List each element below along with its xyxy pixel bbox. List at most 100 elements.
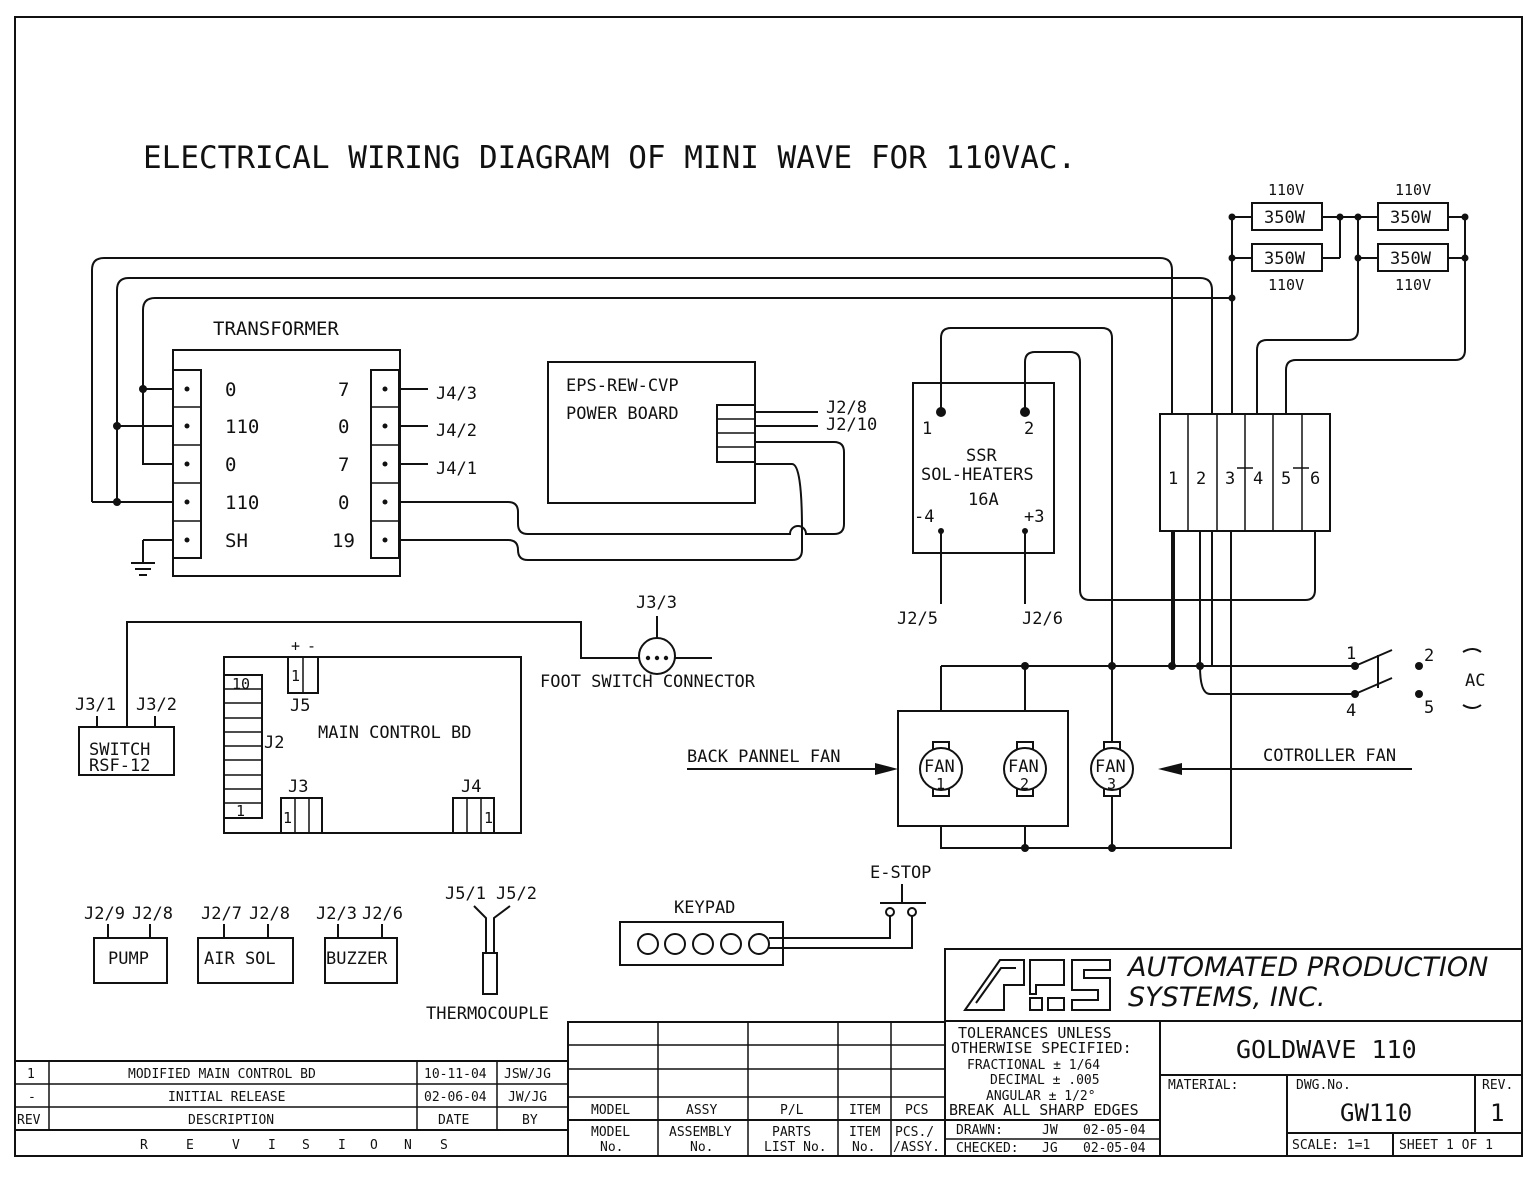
heater-voltage-1: 110V [1268, 181, 1304, 199]
main-board-j3-header [280, 797, 323, 834]
power-board-line1: EPS-REW-CVP [566, 376, 679, 396]
tap-left-1: 0 [225, 379, 236, 401]
bom-h2-parts: PARTS [772, 1125, 811, 1140]
title-block: AUTOMATED PRODUCTION SYSTEMS, INC. TOLER… [944, 948, 1523, 1157]
tap-left-4: 110 [225, 492, 259, 514]
tap-right-4: 0 [338, 492, 349, 514]
thermocouple: J5/1 J5/2 THERMOCOUPLE [426, 884, 549, 1024]
ac-label: AC [1465, 671, 1485, 691]
tap-left-2: 110 [225, 416, 259, 438]
svg-text:2: 2 [1020, 775, 1029, 793]
terminal-6: 6 [1310, 469, 1320, 489]
rev-footer-8: N [404, 1138, 412, 1153]
rev-footer-6: I [338, 1138, 346, 1153]
drawn-label: DRAWN: [956, 1123, 1003, 1138]
dwg-no-label: DWG.No. [1296, 1078, 1351, 1093]
air-sol: J2/7 J2/8 AIR SOL [197, 904, 294, 984]
rev-footer-7: O [370, 1138, 378, 1153]
heater-4 [1377, 243, 1449, 272]
power-board-connector-pins [717, 418, 755, 448]
rev-row2-rev: - [28, 1090, 36, 1105]
bom-h3-list: LIST No. [764, 1140, 827, 1155]
bom-h3-no3: No. [852, 1140, 875, 1155]
diagram-title: ELECTRICAL WIRING DIAGRAM OF MINI WAVE F… [143, 140, 1076, 176]
rev-row2-by: JW/JG [508, 1090, 547, 1105]
bom-h1-assy: ASSY [686, 1103, 717, 1118]
j5-pin-1: 1 [291, 667, 300, 685]
transformer-terminal-dots [184, 386, 388, 543]
svg-text:J5/2: J5/2 [496, 884, 537, 904]
svg-text:FAN: FAN [1095, 757, 1126, 777]
fan-2-icon: FAN 2 [1003, 741, 1047, 797]
transformer-label: TRANSFORMER [213, 318, 339, 340]
ssr-line2: SOL-HEATERS [921, 465, 1034, 485]
bom-h2-pcs: PCS./ [895, 1125, 934, 1140]
svg-text:FAN: FAN [924, 757, 955, 777]
terminal-2: 2 [1196, 469, 1206, 489]
svg-text:J2/9: J2/9 [84, 904, 125, 924]
heater-3-watts: 350W [1264, 249, 1306, 269]
terminal-5: 5 [1281, 469, 1291, 489]
ac-pin4: 4 [1346, 701, 1356, 721]
terminal-1: 1 [1168, 469, 1178, 489]
junction-dot [139, 385, 147, 393]
junction-dot [113, 498, 121, 506]
checked-date: 02-05-04 [1083, 1141, 1146, 1156]
heater-voltage-4: 110V [1395, 276, 1431, 294]
company-name-line1: AUTOMATED PRODUCTION [1126, 952, 1488, 983]
connector-j4-2: J4/2 [436, 421, 477, 441]
tol-line3: FRACTIONAL ± 1/64 [967, 1058, 1100, 1073]
tap-left-5: SH [225, 530, 248, 552]
connector-j2-5: J2/5 [897, 609, 938, 629]
ssr-pin1: 1 [922, 419, 932, 439]
connector-j2-8: J2/8 [826, 398, 867, 418]
drawn-date: 02-05-04 [1083, 1123, 1146, 1138]
svg-text:3: 3 [1107, 775, 1116, 793]
svg-text:THERMOCOUPLE: THERMOCOUPLE [426, 1004, 549, 1024]
keypad: KEYPAD [619, 898, 913, 966]
ground-icon [131, 539, 173, 576]
main-board-j4-label: J4 [461, 777, 481, 797]
rev-row1-date: 10-11-04 [424, 1067, 487, 1082]
terminal-3: 3 [1225, 469, 1235, 489]
rev-row1-rev: 1 [27, 1067, 35, 1082]
rev-value: 1 [1490, 1099, 1504, 1127]
connector-j4-1: J4/1 [436, 459, 477, 479]
power-board-leads [755, 411, 818, 427]
ssr-line3: 16A [968, 490, 999, 510]
main-board-j4-header [452, 797, 495, 834]
terminal-4: 4 [1253, 469, 1263, 489]
rev-header-by: BY [522, 1113, 538, 1128]
bom-h2-model: MODEL [591, 1125, 630, 1140]
heater-4-watts: 350W [1390, 249, 1432, 269]
bom-h2-item: ITEM [849, 1125, 880, 1140]
material-label: MATERIAL: [1168, 1078, 1238, 1093]
revisions-table: 1 MODIFIED MAIN CONTROL BD 10-11-04 JSW/… [14, 1060, 569, 1157]
connector-j3-1: J3/1 [75, 695, 116, 715]
connector-j2-10: J2/10 [826, 415, 877, 435]
tol-line5: ANGULAR ± 1/2° [986, 1089, 1096, 1104]
ac-pin2: 2 [1424, 646, 1434, 666]
bom-h1-model: MODEL [591, 1103, 630, 1118]
heater-bank: 110V 110V 110V 110V 350W 350W 350W 350W [1228, 181, 1469, 414]
rev-header-rev: REV [17, 1113, 41, 1128]
foot-switch-connector-icon [638, 616, 712, 675]
power-board-line2: POWER BOARD [566, 404, 679, 424]
rev-row2-date: 02-06-04 [424, 1090, 487, 1105]
sheet: SHEET 1 OF 1 [1399, 1138, 1493, 1153]
tap-right-1: 7 [338, 379, 349, 401]
buzzer: J2/3 J2/6 BUZZER [316, 904, 403, 984]
foot-switch-wire [126, 621, 639, 727]
svg-text:E-STOP: E-STOP [870, 863, 931, 883]
bom-h1-item: ITEM [849, 1103, 880, 1118]
ac-pin1: 1 [1346, 644, 1356, 664]
main-board-j2-label: J2 [264, 733, 284, 753]
heater-3 [1251, 243, 1323, 272]
tol-line1: TOLERANCES UNLESS [958, 1024, 1112, 1042]
connector-j3-3: J3/3 [636, 593, 677, 613]
company-name-line2: SYSTEMS, INC. [1128, 982, 1326, 1013]
bom-h3-no: No. [600, 1140, 623, 1155]
bom-h3-assy: /ASSY. [893, 1140, 940, 1155]
svg-text:J2/6: J2/6 [362, 904, 403, 924]
